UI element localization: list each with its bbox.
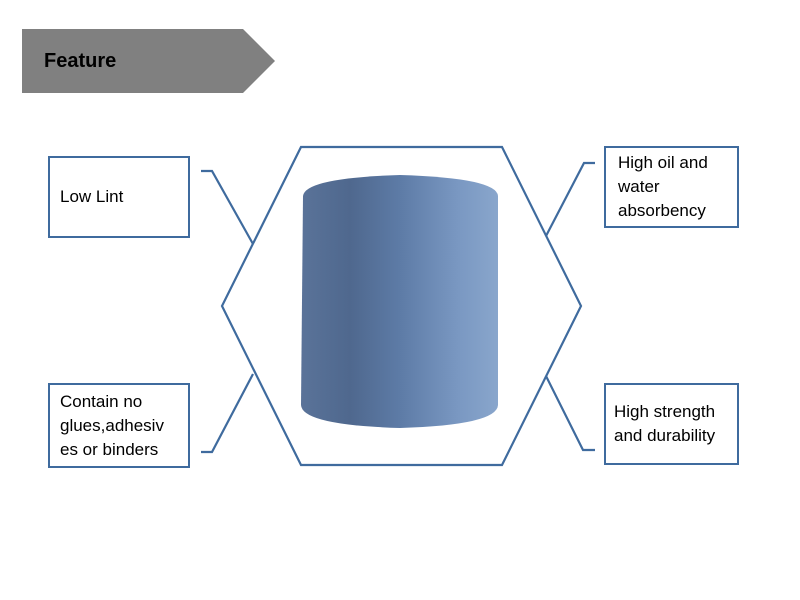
feature-label: Low Lint — [60, 187, 124, 206]
connector-top-right — [545, 161, 595, 237]
connector-bottom-right — [545, 375, 595, 452]
feature-label: Contain no glues,adhesiv es or binders — [60, 391, 164, 459]
connector-top-left — [201, 169, 254, 245]
section-title: Feature — [44, 50, 117, 72]
feature-label: High oil and water absorbency — [618, 153, 708, 220]
feature-box-low-lint: Low Lint — [48, 156, 190, 238]
arrow-banner-shape — [22, 29, 275, 93]
feature-box-absorbency: High oil and water absorbency — [604, 146, 739, 228]
feature-label: High strength and durability — [614, 402, 716, 445]
connector-bottom-left — [201, 373, 254, 454]
feature-box-no-glues: Contain no glues,adhesiv es or binders — [48, 383, 190, 468]
paper-roll-image — [301, 175, 498, 428]
feature-box-strength: High strength and durability — [604, 383, 739, 465]
hexagon-frame — [220, 145, 583, 467]
section-header-banner: Feature — [22, 29, 275, 93]
